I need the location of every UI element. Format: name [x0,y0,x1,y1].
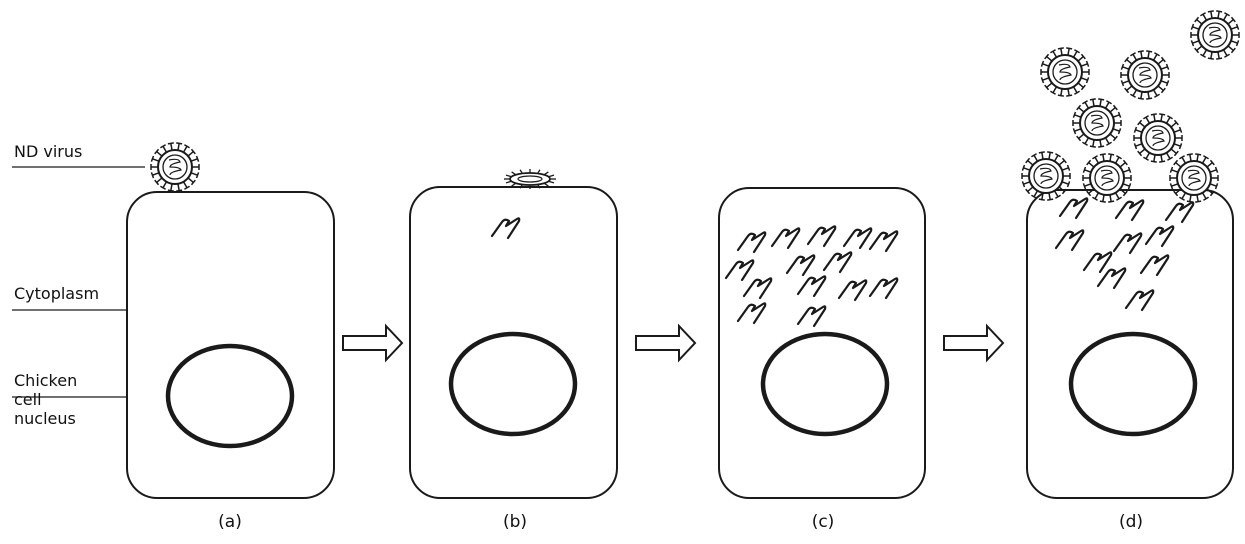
virus-particle-icon [1120,49,1170,101]
stage-b-group [409,169,618,499]
stage-a-group [126,141,335,499]
nucleus-label-line3: nucleus [14,409,76,428]
virus-particle-icon [1190,9,1240,61]
stage-c-caption: (c) [811,512,835,532]
stage-b-caption: (b) [502,512,528,532]
stage-d-caption: (d) [1118,512,1144,532]
nucleus-d [1068,331,1198,437]
nucleus-a [165,343,295,449]
virus-particle-icon [1021,150,1071,202]
virus-fusing-icon [504,169,556,189]
hollow-right-arrow-icon [635,323,697,363]
stage-d-group [1021,9,1240,499]
virus-particle-icon [1072,97,1122,149]
virus-particle-icon [1040,46,1090,98]
nucleus-c [760,331,890,437]
virus-particle-icon [1169,152,1219,204]
nucleus-b [448,331,578,437]
nucleus-label-line2: cell [14,390,42,409]
virus-label: ND virus [14,142,83,161]
nucleus-label-line1: Chicken [14,371,78,390]
virus-attached-icon [150,141,200,193]
hollow-right-arrow-icon [943,323,1005,363]
stage-c-group [718,187,926,499]
stage-a-caption: (a) [218,512,242,532]
cytoplasm-label: Cytoplasm [14,284,100,303]
virus-particle-icon [1133,112,1183,164]
released-virions-group [1021,9,1240,204]
virus-particle-icon [1082,152,1132,204]
hollow-right-arrow-icon [342,323,404,363]
